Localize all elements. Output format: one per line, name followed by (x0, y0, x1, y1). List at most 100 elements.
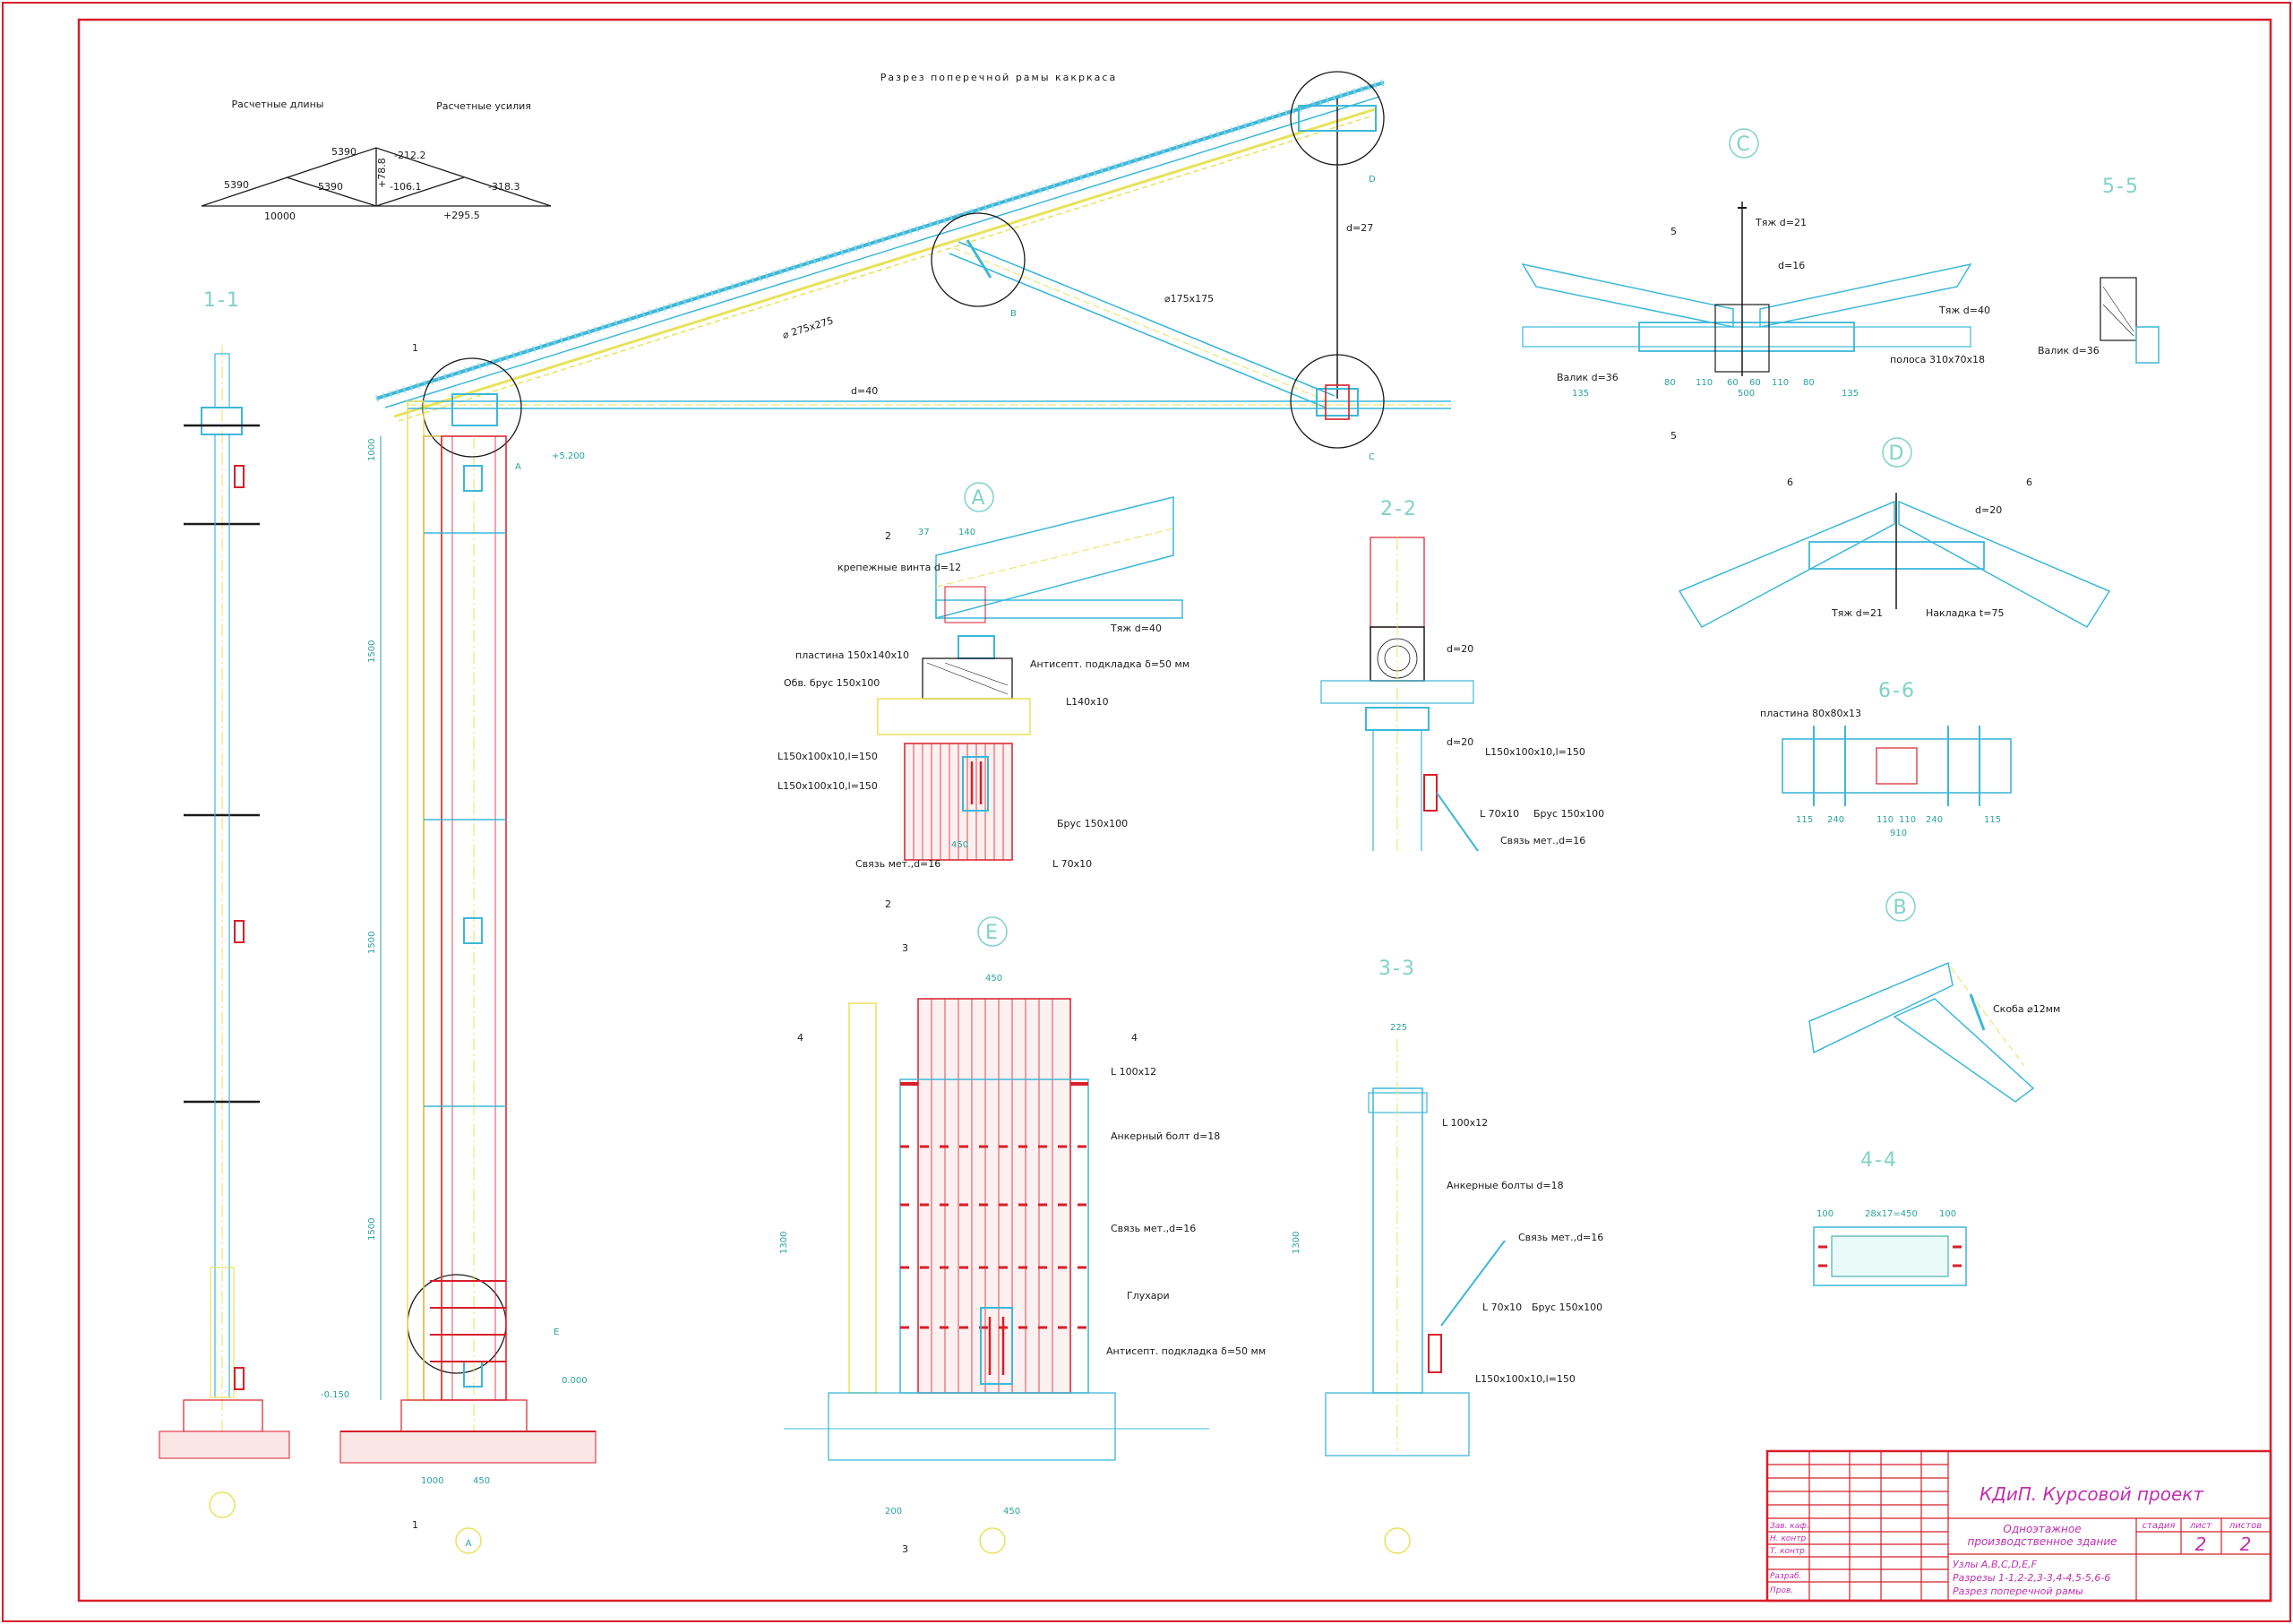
cut-5-top: 5 (1670, 226, 1677, 237)
sec44-dim-3: 100 (1939, 1209, 1956, 1219)
sec33-dim-2: 1300 (1292, 1232, 1301, 1254)
section-2-2: 2-2 d=20 d=20 L150x100x10,l=150 L 70x10 … (1320, 498, 1604, 852)
sec66-dim-5: 240 (1926, 815, 1943, 825)
node-d-label-2: Тяж d=21 (1831, 607, 1883, 619)
node-c-label-3: Тяж d=40 (1938, 305, 1990, 316)
section-3-3: 3-3 L 100x12 Анкерные болты d=18 Связь м… (1292, 958, 1603, 1554)
sec22-label-3: L150x100x10,l=150 (1485, 746, 1585, 758)
label-top-chord: ⌀ 275x275 (781, 314, 835, 341)
col-dim-1: 1000 (367, 439, 377, 461)
force-1: -212.2 (394, 150, 425, 161)
forces-title: Расчетные усилия (436, 100, 531, 112)
base-dim-1: 1000 (421, 1476, 443, 1486)
node-c-title: C (1736, 133, 1751, 156)
col-dim-2: 1500 (367, 640, 377, 663)
sec55-label: Валик d=36 (2038, 345, 2100, 357)
cut-4-right: 4 (1131, 1032, 1138, 1044)
node-d-label-1: d=20 (1975, 504, 2002, 516)
node-d-title: D (1889, 443, 1906, 465)
sec33-label-6: L150x100x10,l=150 (1475, 1373, 1576, 1385)
sec22-label-4: L 70x10 (1480, 808, 1519, 820)
node-d-detail: D d=20 Тяж d=21 Накладка t=75 6 6 (1678, 437, 2111, 628)
role-2: Н. контр (1770, 1534, 1807, 1543)
sec66-dim-2: 240 (1827, 815, 1844, 825)
node-a-dim-2: 37 (918, 528, 930, 537)
sec66-dim-3: 110 (1876, 815, 1894, 825)
section-4-4-title: 4-4 (1860, 1149, 1898, 1172)
building-name: Одноэтажное производственное здание (1967, 1523, 2117, 1548)
col-dim-4: 1500 (367, 1218, 377, 1241)
node-a-label-6: L140x10 (1066, 696, 1109, 708)
node-letter-d: D (1369, 175, 1376, 185)
section-2-2-title: 2-2 (1380, 498, 1418, 520)
node-a-dim-1: 140 (958, 528, 975, 537)
node-a-dim-3: 450 (951, 840, 968, 850)
node-e-label-1: L 100x12 (1111, 1066, 1156, 1078)
role-1: Зав. каф. (1770, 1522, 1809, 1531)
sec22-label-5: Брус 150x100 (1533, 808, 1604, 820)
node-a-label-11: L 70x10 (1052, 858, 1092, 870)
node-a-title: A (971, 487, 986, 510)
sec33-label-4: L 70x10 (1482, 1302, 1522, 1313)
main-frame: ⌀ 275x275 ⌀175x175 d=40 d=27 A B C D E (374, 71, 1451, 1374)
sec66-label: пластина 80x80x13 (1760, 708, 1861, 719)
label-hanger: d=27 (1346, 222, 1373, 234)
col-dim-3: 1500 (367, 932, 377, 954)
node-a-label-3: Обв. брус 150x100 (784, 677, 880, 689)
node-b-label: Скоба ⌀12мм (1993, 1003, 2060, 1015)
section-5-5-title: 5-5 (2102, 176, 2140, 198)
cut-2-bottom: 2 (885, 898, 891, 910)
cut-3-bottom: 3 (902, 1543, 908, 1555)
elev-ground: 0.000 (562, 1376, 588, 1386)
node-e-label-3: Связь мет.,d=16 (1111, 1223, 1196, 1234)
sec33-label-1: L 100x12 (1442, 1117, 1488, 1129)
sheet-label: лист (2189, 1521, 2212, 1531)
lengths-title: Расчетные длины (232, 99, 324, 110)
node-letter-c: C (1369, 452, 1375, 462)
section-1-1: 1-1 (159, 289, 290, 1518)
len-2: 5390 (224, 179, 249, 191)
force-2: +78.8 (376, 158, 388, 188)
cut-4-left: 4 (797, 1032, 803, 1044)
node-e-dim-3: 450 (1003, 1507, 1020, 1517)
node-c-label-5: полоса 310x70x18 (1890, 354, 1985, 365)
axis-label-main: А (466, 1539, 472, 1549)
node-letter-a: A (515, 462, 521, 472)
len-3: 5390 (318, 181, 343, 193)
section-1-1-title: 1-1 (203, 289, 241, 312)
node-c-dim-9: 500 (1738, 389, 1755, 399)
sec66-dim-1: 115 (1796, 815, 1813, 825)
node-letter-e: E (554, 1328, 559, 1337)
main-column: 1000 1500 1500 1500 1000 450 +5.200 0.00… (321, 342, 597, 1554)
node-e-dim-2: 200 (885, 1507, 902, 1517)
node-e-label-5: Антисепт. подкладка δ=50 мм (1106, 1345, 1266, 1357)
cut-5-bottom: 5 (1670, 430, 1677, 442)
node-c-detail: C Тяж d=21 d=16 Тяж d=40 Валик d=36 поло… (1521, 128, 1990, 442)
label-strut: ⌀175x175 (1164, 293, 1214, 305)
node-e-label-2: Анкерный болт d=18 (1111, 1130, 1220, 1142)
section-6-6-title: 6-6 (1878, 680, 1916, 702)
role-3: Т. контр (1770, 1547, 1805, 1556)
design-scheme: Расчетные длины Расчетные усилия 5390 53… (201, 99, 552, 222)
force-4: -318.3 (488, 181, 520, 193)
section-6-6: 6-6 пластина 80x80x13 115 240 110 110 24… (1760, 680, 2012, 838)
node-a-label-5: Тяж d=40 (1110, 623, 1162, 634)
section-5-5: 5-5 Валик d=36 (2038, 176, 2160, 364)
force-3: -106.1 (390, 181, 421, 193)
label-tie: d=40 (851, 385, 878, 397)
node-c-dim-1: 135 (1572, 389, 1589, 399)
inner-border (77, 18, 2272, 1603)
node-a-label-10: Связь мет.,d=16 (855, 858, 940, 870)
cut-2-top: 2 (885, 530, 891, 542)
sheet-number: 2 (2195, 1534, 2207, 1555)
node-c-dim-8: 135 (1842, 389, 1859, 399)
node-a-label-8: L150x100x10,l=150 (777, 780, 878, 792)
node-a-label-4: Антисепт. подкладка δ=50 мм (1030, 658, 1189, 670)
sec66-dim-6: 115 (1984, 815, 2001, 825)
project-title: КДиП. Курсовой проект (1980, 1483, 2204, 1505)
cut-3-top: 3 (902, 942, 908, 954)
node-c-dim-4: 60 (1727, 378, 1739, 388)
node-e-dim-4: 1300 (779, 1232, 789, 1254)
node-e-title: E (985, 922, 1000, 944)
